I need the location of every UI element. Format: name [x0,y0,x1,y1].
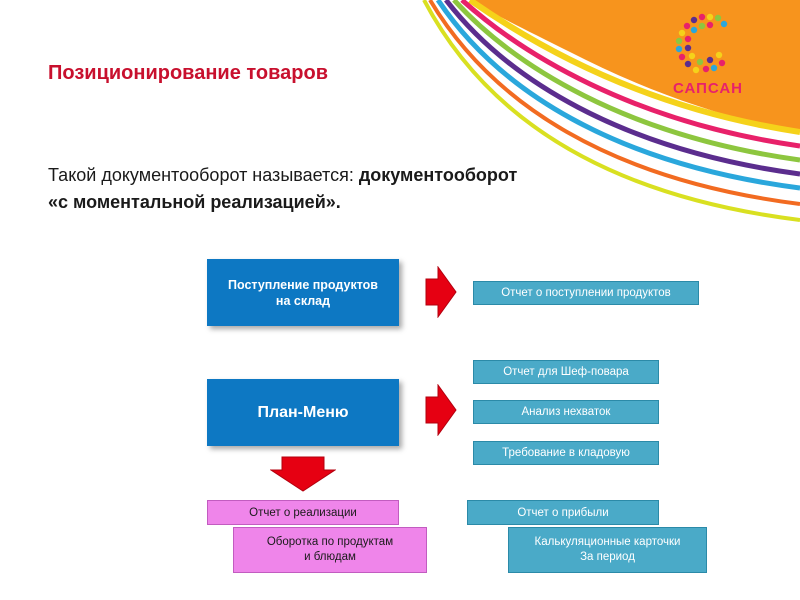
receipt-report-box: Отчет о поступлении продуктов [473,281,699,305]
page-title: Позиционирование товаров [48,62,329,84]
chef-report-box: Отчет для Шеф-повара [473,360,659,384]
subtitle: Такой документооборот называется: докуме… [48,162,668,216]
down-arrow-icon [270,456,336,492]
profit-report-label: Отчет о прибыли [517,506,609,519]
logo-text: САПСАН [673,80,743,97]
profit-report-box: Отчет о прибыли [467,500,659,525]
receipt-box-line2: на склад [275,293,331,308]
sales-report-box: Отчет о реализации [207,500,399,525]
pantry-request-label: Требование в кладовую [502,447,630,459]
receipt-box-line1: Поступление продуктов [228,277,378,292]
shortage-analysis-box: Анализ нехваток [473,400,659,424]
costing-cards-box: Калькуляционные карточки За период [508,527,707,573]
subtitle-emphasis-2: «с моментальной реализацией». [48,192,341,212]
subtitle-lead: Такой документооборот называется: [48,165,354,185]
right-arrow-icon [425,384,457,436]
turnover-line1: Оборотка по продуктам [266,536,394,548]
chef-report-label: Отчет для Шеф-повара [503,366,629,378]
shortage-analysis-label: Анализ нехваток [521,406,611,418]
receipt-report-label: Отчет о поступлении продуктов [501,287,671,299]
sales-report-label: Отчет о реализации [249,506,357,519]
pantry-request-box: Требование в кладовую [473,441,659,465]
costing-cards-line1: Калькуляционные карточки [534,536,681,548]
logo-dotted-c-icon [675,13,728,74]
right-arrow-icon [425,266,457,318]
subtitle-emphasis-1: документооборот [358,165,518,185]
plan-menu-box: План-Меню [207,379,399,446]
plan-menu-label: План-Меню [257,403,349,421]
receipt-box: Поступление продуктов на склад [207,259,399,326]
turnover-line2: и блюдам [304,551,356,563]
costing-cards-line2: За период [580,551,635,563]
turnover-box: Оборотка по продуктам и блюдам [233,527,427,573]
